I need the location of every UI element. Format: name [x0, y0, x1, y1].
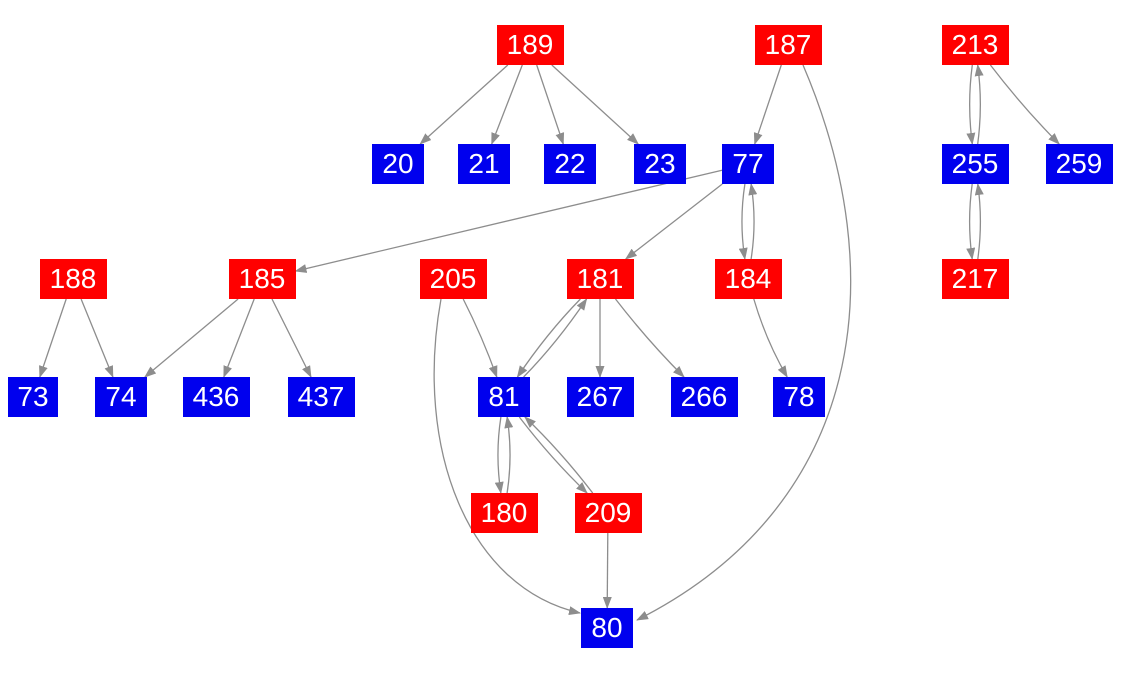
node-label: 205 — [429, 263, 477, 294]
node-437: 437 — [287, 377, 355, 417]
node-255: 255 — [941, 144, 1009, 184]
edge-184-77 — [748, 183, 758, 260]
node-label: 23 — [644, 148, 676, 179]
edge-213-255 — [966, 64, 976, 145]
edge-188-73 — [39, 298, 67, 378]
edge-188-74 — [80, 298, 114, 378]
node-73: 73 — [8, 377, 58, 417]
node-77: 77 — [722, 144, 774, 184]
node-266: 266 — [670, 377, 738, 417]
edge-205-80 — [433, 298, 581, 615]
edge-187-80 — [636, 64, 852, 621]
node-label: 22 — [554, 148, 586, 179]
node-label: 77 — [732, 148, 764, 179]
node-23: 23 — [634, 144, 686, 184]
node-label: 184 — [724, 263, 772, 294]
node-label: 437 — [297, 381, 345, 412]
edge-81-181 — [523, 298, 588, 378]
node-184: 184 — [714, 259, 782, 299]
node-181: 181 — [566, 259, 634, 299]
node-label: 21 — [468, 148, 500, 179]
edge-189-23 — [551, 64, 639, 145]
node-label: 436 — [192, 381, 240, 412]
node-label: 255 — [951, 148, 999, 179]
edge-187-77 — [753, 64, 782, 145]
edge-77-185 — [294, 169, 723, 273]
edge-180-81 — [504, 416, 514, 494]
node-label: 20 — [382, 148, 414, 179]
node-205: 205 — [419, 259, 487, 299]
edge-189-20 — [419, 64, 509, 145]
node-label: 266 — [680, 381, 728, 412]
node-label: 209 — [584, 497, 632, 528]
node-80: 80 — [581, 608, 633, 648]
node-label: 73 — [17, 381, 49, 412]
node-436: 436 — [182, 377, 250, 417]
node-label: 180 — [480, 497, 528, 528]
node-label: 80 — [591, 612, 623, 643]
node-185: 185 — [228, 259, 296, 299]
node-label: 217 — [951, 263, 999, 294]
node-81: 81 — [478, 377, 530, 417]
edge-205-81 — [462, 298, 498, 378]
node-label: 81 — [488, 381, 520, 412]
node-209: 209 — [574, 493, 642, 533]
node-213: 213 — [941, 25, 1009, 65]
node-label: 187 — [764, 29, 812, 60]
node-74: 74 — [95, 377, 147, 417]
edge-77-181 — [624, 183, 723, 260]
edge-81-180 — [494, 416, 504, 494]
node-22: 22 — [544, 144, 596, 184]
edge-189-22 — [536, 64, 565, 145]
node-188: 188 — [39, 259, 107, 299]
edge-77-184 — [738, 183, 748, 260]
node-label: 188 — [49, 263, 97, 294]
node-label: 74 — [105, 381, 137, 412]
node-217: 217 — [941, 259, 1009, 299]
node-180: 180 — [470, 493, 538, 533]
edge-217-255 — [974, 183, 984, 260]
edge-181-81 — [516, 298, 581, 378]
node-259: 259 — [1045, 144, 1113, 184]
node-label: 185 — [238, 263, 286, 294]
edge-255-217 — [966, 183, 976, 260]
node-label: 181 — [576, 263, 624, 294]
node-label: 213 — [951, 29, 999, 60]
edge-213-259 — [989, 64, 1060, 145]
node-21: 21 — [458, 144, 510, 184]
edge-189-21 — [491, 64, 523, 145]
node-label: 259 — [1055, 148, 1103, 179]
node-20: 20 — [372, 144, 424, 184]
edge-209-81 — [524, 416, 594, 494]
edge-184-78 — [753, 298, 788, 378]
node-label: 267 — [576, 381, 624, 412]
edge-255-213 — [974, 64, 984, 145]
edge-181-266 — [614, 298, 685, 378]
node-189: 189 — [496, 25, 564, 65]
node-187: 187 — [754, 25, 822, 65]
node-267: 267 — [566, 377, 634, 417]
edge-185-436 — [223, 298, 255, 378]
edge-209-80 — [602, 532, 612, 609]
edge-185-74 — [144, 298, 239, 378]
node-label: 189 — [506, 29, 554, 60]
edge-185-437 — [271, 298, 312, 378]
node-label: 78 — [783, 381, 815, 412]
node-78: 78 — [773, 377, 825, 417]
